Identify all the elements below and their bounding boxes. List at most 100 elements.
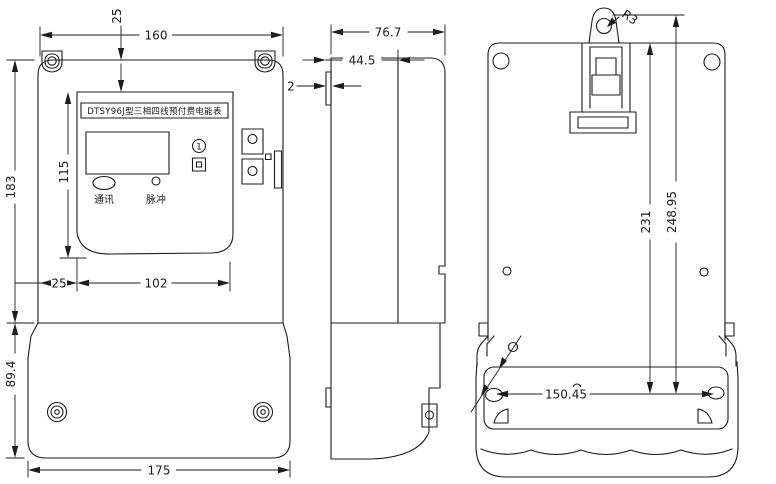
dim-overall-depth: 76.7 bbox=[331, 25, 445, 55]
round-button-outline[interactable] bbox=[193, 140, 206, 153]
dim-body-height: 183 bbox=[4, 60, 34, 323]
arrowhead bbox=[646, 382, 654, 394]
dim-label: 2 bbox=[287, 80, 295, 94]
dim-hanger-radius: R3 bbox=[607, 7, 640, 28]
dim-label: 231 bbox=[639, 211, 653, 234]
arrowhead bbox=[672, 382, 680, 394]
dim-label: 115 bbox=[57, 161, 71, 184]
corner-gusset-left bbox=[494, 409, 508, 423]
hook-notch bbox=[725, 323, 734, 336]
arrowhead bbox=[332, 82, 344, 90]
arrowhead bbox=[271, 31, 283, 39]
dim-label: 76.7 bbox=[375, 26, 402, 40]
nameplate-title: DTSY96J型三相四线预付费电能表 bbox=[87, 106, 222, 117]
label-mask bbox=[370, 25, 407, 39]
pulse-label: 脉冲 bbox=[146, 193, 166, 206]
side-button-bottom-hole bbox=[248, 167, 257, 176]
arrowhead bbox=[64, 92, 72, 104]
terminal-screw-boss bbox=[422, 404, 437, 427]
clip-step-lower bbox=[592, 75, 620, 95]
arrowhead bbox=[331, 28, 343, 36]
side-button-top[interactable] bbox=[242, 129, 263, 154]
boss-hole bbox=[426, 411, 434, 419]
mid-hole-left bbox=[503, 267, 511, 275]
scallop-edge bbox=[481, 449, 732, 455]
screw-inner-ring bbox=[258, 54, 272, 68]
arrowhead bbox=[646, 43, 654, 55]
hook-outer bbox=[477, 336, 488, 366]
arrowhead bbox=[672, 15, 680, 27]
arrowhead bbox=[40, 279, 52, 287]
pulse-indicator bbox=[152, 177, 160, 185]
clip-base bbox=[570, 112, 636, 133]
arrowhead bbox=[607, 17, 616, 27]
hook-inner bbox=[719, 336, 726, 356]
side-view bbox=[326, 58, 445, 459]
cover-hook-left bbox=[477, 323, 494, 366]
faceplate-outline bbox=[77, 92, 233, 254]
screw-hole bbox=[48, 57, 56, 65]
screw-inner-ring bbox=[45, 54, 59, 68]
mid-hole-right bbox=[700, 268, 708, 276]
label-mask bbox=[142, 463, 176, 477]
hanger-hole bbox=[597, 19, 612, 34]
dim-label: 175 bbox=[148, 464, 171, 478]
screw-shield bbox=[255, 51, 275, 72]
arrowhead bbox=[314, 56, 326, 64]
round-button-icon[interactable]: 1 bbox=[193, 140, 206, 153]
mounting-flange bbox=[326, 72, 331, 105]
corner-gusset-right bbox=[698, 409, 712, 423]
arrowhead bbox=[433, 28, 445, 36]
dim-label: 160 bbox=[145, 29, 168, 43]
square-button-outline[interactable] bbox=[193, 158, 206, 171]
square-button-icon[interactable] bbox=[193, 158, 206, 171]
screw-hole bbox=[261, 57, 269, 65]
side-button-bottom[interactable] bbox=[242, 159, 263, 184]
leader-line bbox=[471, 336, 521, 412]
dim-label: R3 bbox=[619, 7, 640, 28]
arrowhead bbox=[11, 60, 19, 72]
label-mask bbox=[140, 28, 172, 42]
comm-label: 通讯 bbox=[94, 194, 114, 206]
screw-outer bbox=[254, 403, 273, 422]
hook-outer bbox=[725, 336, 736, 366]
dim-label: 25 bbox=[51, 277, 66, 291]
arrowhead bbox=[65, 279, 77, 287]
boss-outline bbox=[422, 404, 437, 427]
arrowhead bbox=[40, 31, 52, 39]
dim-label: 248.95 bbox=[665, 191, 679, 233]
dim-mount-span-height: 231 bbox=[632, 43, 658, 394]
dim-top-inset: 25 bbox=[110, 8, 125, 92]
hook-inner bbox=[487, 336, 494, 356]
arrowhead bbox=[278, 466, 290, 474]
seal-screw-top-right bbox=[255, 51, 275, 72]
round-button-label: 1 bbox=[196, 143, 202, 153]
comm-indicator bbox=[93, 177, 115, 190]
corner-hole-left bbox=[493, 53, 509, 69]
front-view: DTSY96J型三相四线预付费电能表 1 通讯 脉冲 bbox=[28, 51, 290, 458]
terminal-cover-outline bbox=[28, 323, 290, 458]
hanger-tab bbox=[589, 8, 619, 43]
side-body-outline bbox=[331, 58, 445, 323]
back-dimensions: R3 231 248.95 150.45 bbox=[471, 7, 714, 412]
mount-slot-right bbox=[708, 387, 724, 399]
small-port bbox=[266, 154, 272, 160]
clip-base-inner bbox=[578, 117, 628, 128]
arrowhead bbox=[77, 279, 89, 287]
arrowhead bbox=[702, 390, 714, 398]
cover-hook-right bbox=[719, 323, 736, 366]
dim-panel-left-inset: 25 bbox=[15, 258, 77, 291]
arrowhead bbox=[11, 311, 19, 323]
label-mask bbox=[141, 276, 171, 290]
meter-body-outline bbox=[38, 60, 283, 323]
dim-label: 102 bbox=[145, 277, 168, 291]
arrowhead bbox=[499, 357, 507, 369]
hook-notch bbox=[479, 323, 488, 336]
back-view bbox=[476, 8, 738, 477]
back-cover-outer bbox=[476, 362, 738, 477]
arrowhead bbox=[481, 384, 489, 396]
dim-flange-thickness: 2 bbox=[287, 80, 361, 94]
screw-mid bbox=[51, 406, 63, 418]
label-mask bbox=[51, 276, 67, 290]
